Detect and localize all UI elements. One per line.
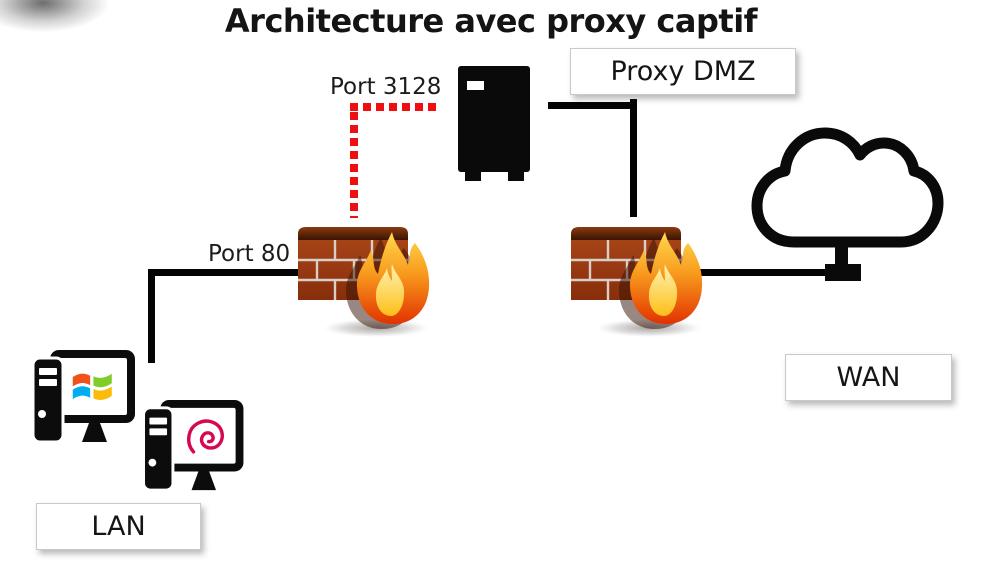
server-foot <box>508 170 524 181</box>
flame-icon <box>618 232 703 329</box>
lan-label-box: LAN <box>36 503 201 550</box>
debian-pc-icon <box>142 399 244 492</box>
proxy-dmz-label: Proxy DMZ <box>610 56 756 87</box>
firewall-icon <box>298 227 430 337</box>
lan-label: LAN <box>91 511 146 542</box>
cloud-icon <box>751 127 944 281</box>
lan-to-firewall-line-horizontal <box>148 269 304 276</box>
server-tower-icon <box>458 66 530 182</box>
lan-to-firewall-line-vertical <box>148 269 155 363</box>
monitor-stand <box>82 423 107 442</box>
port3128-dotted-line-vertical <box>350 112 358 218</box>
wan-label: WAN <box>836 362 901 393</box>
monitor <box>50 350 135 442</box>
port-3128-label: Port 3128 <box>330 74 442 100</box>
server-drive-slot <box>467 81 484 90</box>
plug-base <box>825 264 861 281</box>
diagram-title: Architecture avec proxy captif <box>224 2 758 40</box>
plug-stub <box>835 243 848 269</box>
proxy-dmz-label-box: Proxy DMZ <box>570 48 796 95</box>
port3128-dotted-line-horizontal <box>350 103 441 111</box>
server-foot <box>465 170 481 181</box>
pc-tower <box>142 406 175 492</box>
monitor-stand <box>191 471 217 491</box>
wan-label-box: WAN <box>785 354 952 401</box>
firewall-icon <box>571 227 703 337</box>
port-80-label: Port 80 <box>208 241 291 267</box>
debian-logo-icon <box>187 419 224 454</box>
firewall-to-wan-line <box>697 269 834 276</box>
windows-logo-icon <box>72 373 112 400</box>
cloud-outline <box>751 127 944 248</box>
flame-icon <box>345 232 430 329</box>
windows-pc-icon <box>31 350 135 444</box>
proxy-to-firewall-line-horizontal <box>548 102 637 109</box>
pc-tower <box>31 356 65 444</box>
proxy-to-firewall-line-vertical <box>630 99 637 217</box>
